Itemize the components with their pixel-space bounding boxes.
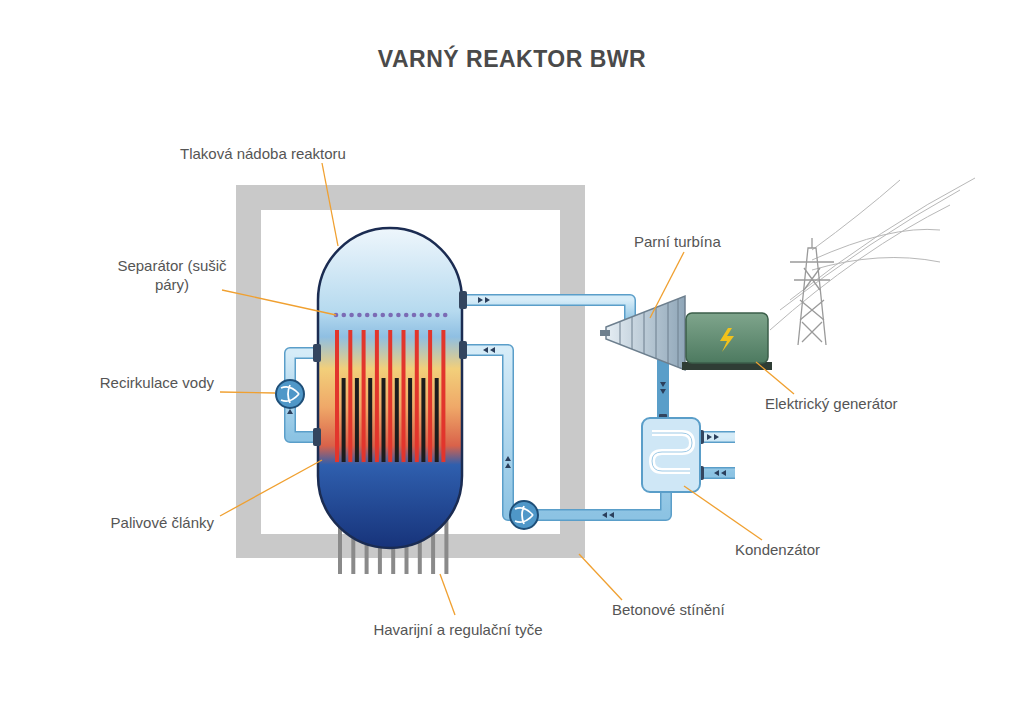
steam-turbine [606, 296, 685, 370]
lightning-symbol [720, 328, 734, 352]
electric-generator [686, 313, 768, 363]
condenser [642, 418, 700, 492]
part-label: Betonové stínění [612, 600, 725, 619]
part-label: Palivové články [111, 513, 214, 532]
pump [276, 380, 304, 408]
diagram-title: VARNÝ REAKTOR BWR [378, 50, 646, 69]
leader-lines [220, 163, 794, 615]
condenser-coil [652, 433, 692, 471]
part-label: Kondenzátor [735, 540, 820, 559]
condenser-coil-edge [652, 433, 692, 471]
part-label: Recirkulace vody [100, 373, 214, 392]
fuel-rods [337, 330, 443, 462]
part-label: Tlaková nádoba reaktoru [180, 144, 346, 163]
part-label: Separátor (sušič páry) [116, 256, 228, 294]
power-lines [770, 178, 975, 330]
pump [510, 501, 538, 529]
turbine-shaft [600, 330, 610, 336]
part-label: Elektrický generátor [765, 394, 898, 413]
steam-separator [334, 313, 448, 318]
control-rods-in-core [344, 378, 437, 462]
part-label: Havarijní a regulační tyče [373, 620, 542, 639]
part-label: Parní turbína [634, 232, 721, 251]
pressure-vessel [318, 228, 462, 548]
concrete-shield [236, 185, 585, 558]
pylon [790, 238, 834, 345]
turbine-blades [620, 299, 678, 367]
